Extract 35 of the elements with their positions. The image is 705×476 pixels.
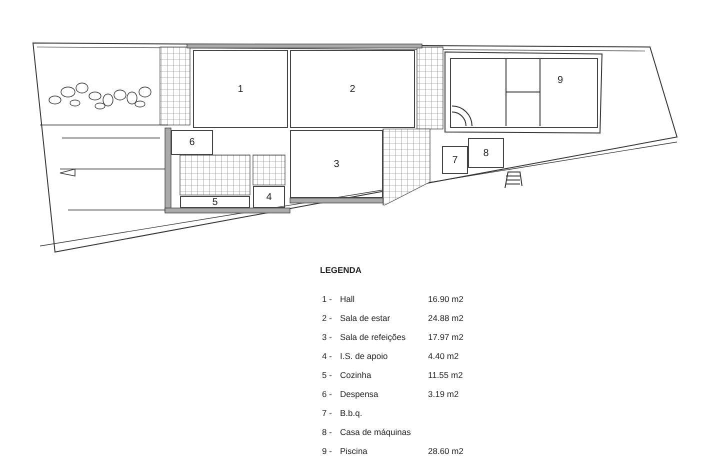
room-area: 3	[290, 130, 383, 198]
area-value: 24.88 m2	[428, 313, 464, 323]
legend-number: 9 -	[322, 446, 332, 456]
room-area: 8	[468, 138, 504, 168]
room-name: Despensa	[340, 389, 378, 399]
room-name: B.b.q.	[340, 408, 362, 418]
legend-number: 3 -	[322, 332, 332, 342]
legend-number: 7 -	[322, 408, 332, 418]
room-name: Sala de refeições	[340, 332, 406, 342]
area-value: 16.90 m2	[428, 294, 464, 304]
legend-number: 4 -	[322, 351, 332, 361]
area-value: 4.40 m2	[428, 351, 459, 361]
room-name: Casa de máquinas	[340, 427, 411, 437]
room-name: Hall	[340, 294, 355, 304]
room-area: 6	[171, 130, 213, 155]
room-area: 9	[450, 58, 598, 128]
area-value: 11.55 m2	[428, 370, 463, 380]
room-area: 4	[253, 186, 285, 208]
room-name: I.S. de apoio	[340, 351, 388, 361]
room-area: 5	[180, 196, 250, 208]
legend-number: 6 -	[322, 389, 332, 399]
area-value: 3.19 m2	[428, 389, 459, 399]
legend-number: 8 -	[322, 427, 332, 437]
area-value: 17.97 m2	[428, 332, 464, 342]
legend-number: 5 -	[322, 370, 332, 380]
room-area: 7	[442, 146, 468, 174]
room-area: 1	[193, 50, 288, 128]
area-value: 28.60 m2	[428, 446, 464, 456]
room-name: Sala de estar	[340, 313, 390, 323]
room-name: Cozinha	[340, 370, 372, 380]
room-name: Piscina	[340, 446, 368, 456]
legend-heading: LEGENDA	[320, 265, 362, 275]
legend-number: 1 -	[322, 294, 332, 304]
legend-number: 2 -	[322, 313, 332, 323]
room-area: 2	[290, 50, 415, 128]
